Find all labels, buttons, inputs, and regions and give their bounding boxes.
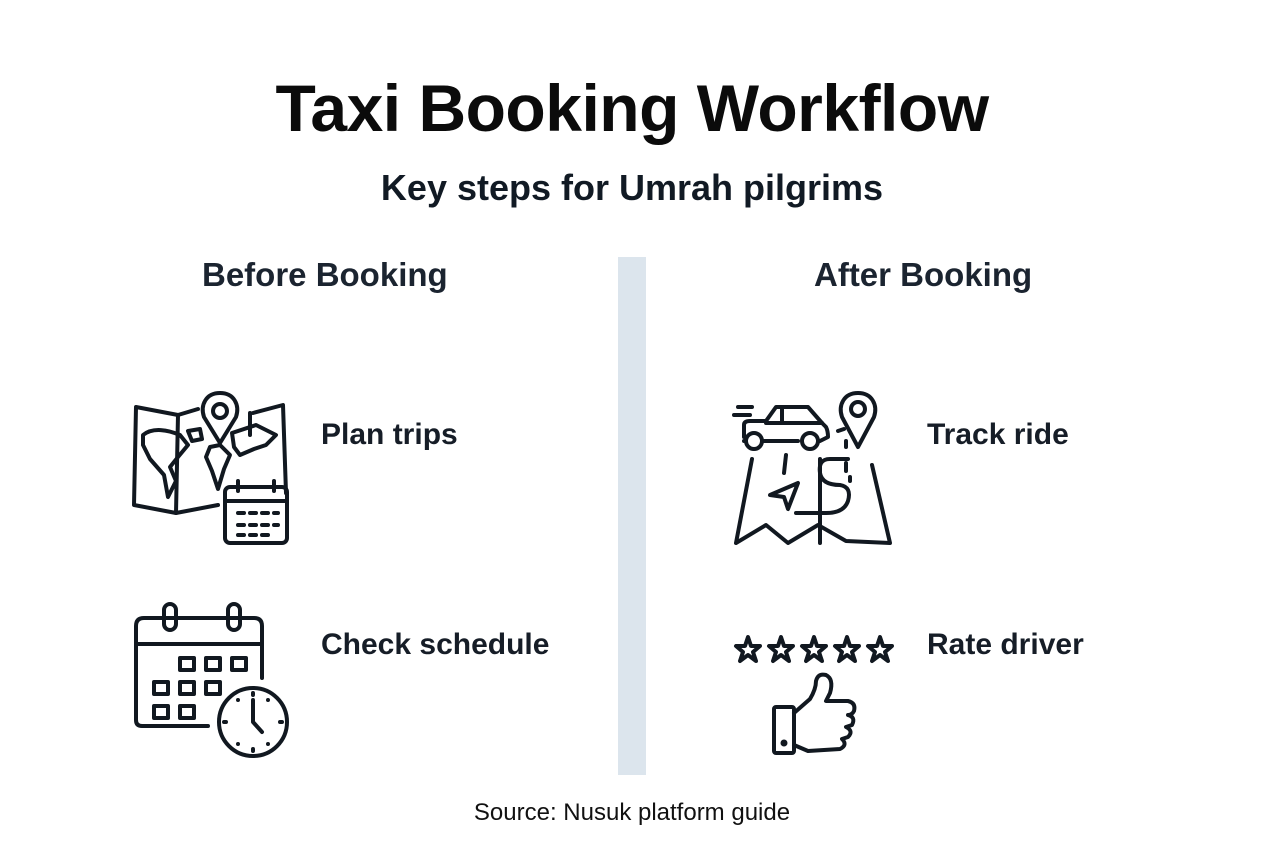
stars-thumbs-up-icon <box>730 612 900 782</box>
map-calendar-icon <box>128 385 298 555</box>
calendar-clock-icon <box>128 596 298 766</box>
page-subtitle: Key steps for Umrah pilgrims <box>380 167 884 208</box>
source-note: Source: Nusuk platform guide <box>473 799 791 826</box>
step-label-plan-trips: Plan trips <box>321 418 458 451</box>
step-label-rate-driver: Rate driver <box>927 628 1084 661</box>
step-label-check-schedule: Check schedule <box>321 628 550 661</box>
column-heading-after: After Booking <box>814 256 1033 293</box>
car-map-tracking-icon <box>730 385 900 555</box>
page-title: Taxi Booking Workflow <box>275 71 989 145</box>
step-label-track-ride: Track ride <box>927 418 1069 451</box>
column-divider <box>618 257 646 775</box>
column-heading-before: Before Booking <box>202 256 448 293</box>
rating-stars <box>734 635 894 663</box>
